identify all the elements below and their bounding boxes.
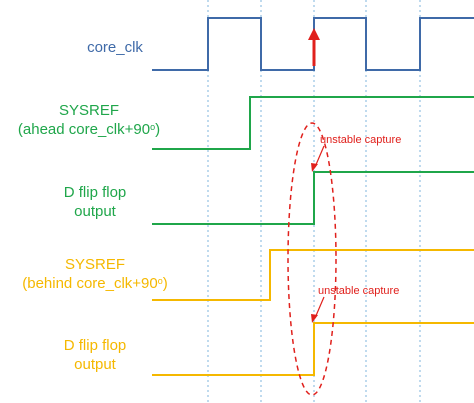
sysref-ahead-line1: SYSREF <box>58 102 119 119</box>
sysref-behind-line2-text: (behind core_clk+90 <box>22 275 158 292</box>
sysref-ahead-close: ) <box>155 121 161 138</box>
dff-output-1-line1: D flip flop <box>63 184 127 201</box>
dff-output-2-label: D flip flop output <box>40 336 150 374</box>
unstable-capture-note-upper: unstable capture <box>320 134 402 146</box>
up-arrow-icon <box>308 28 320 66</box>
sysref-ahead-line2-text: (ahead core_clk+90 <box>17 121 151 138</box>
core-clk-text: core_clk <box>87 39 143 56</box>
sysref-ahead-line2: (ahead core_clk+90o) <box>0 120 178 139</box>
sysref-ahead-waveform <box>152 96 474 150</box>
dff-output-1-waveform <box>152 171 474 225</box>
dff-output-2-line1: D flip flop <box>63 337 127 354</box>
annotation-arrow-lower <box>311 296 325 323</box>
dff-output-1-line2: output <box>74 203 116 220</box>
dff-output-2-line2: output <box>74 356 116 373</box>
unstable-region-ellipse <box>287 122 337 396</box>
sysref-behind-label: SYSREF (behind core_clk+90o) <box>0 255 190 293</box>
sysref-ahead-label: SYSREF (ahead core_clk+90o) <box>0 101 178 139</box>
core-clk-label: core_clk <box>60 38 170 57</box>
unstable-capture-note-lower: unstable capture <box>318 285 400 297</box>
dff-output-2-waveform <box>152 322 474 376</box>
annotation-arrow-upper <box>311 145 325 172</box>
sysref-behind-line1: SYSREF <box>64 256 125 273</box>
dff-output-1-label: D flip flop output <box>40 183 150 221</box>
sysref-behind-close: ) <box>162 275 168 292</box>
degree-sup: o <box>157 276 163 286</box>
degree-sup: o <box>150 122 156 132</box>
sysref-behind-line2: (behind core_clk+90o) <box>0 274 190 293</box>
sysref-behind-waveform <box>152 249 474 301</box>
